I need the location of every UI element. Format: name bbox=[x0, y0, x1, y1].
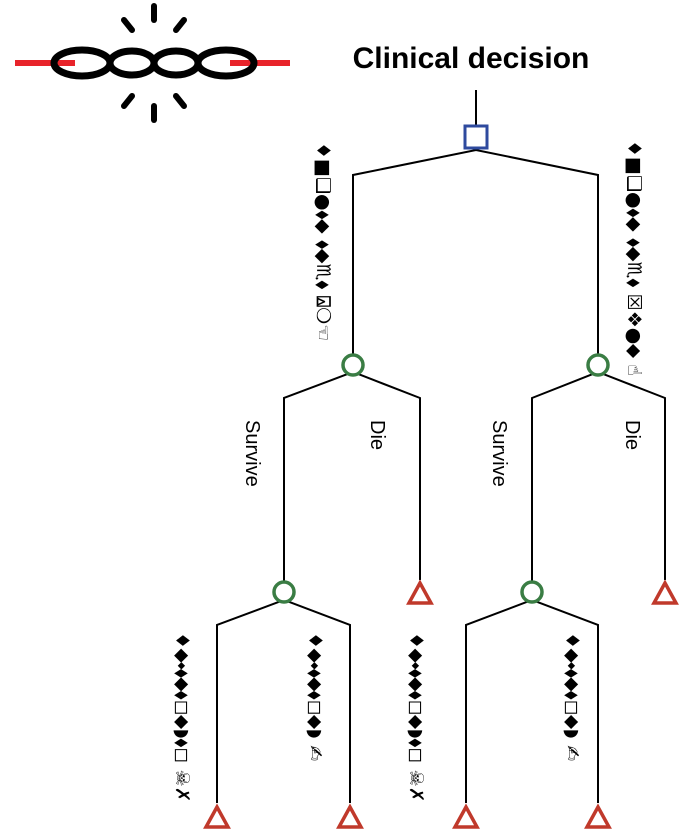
option-1-label: ♦■❑●⬧◆ ⬧◆♏⬧ ⍓❍☜ bbox=[312, 142, 334, 341]
decision-node bbox=[463, 124, 489, 150]
outcome-label-4: ♦⬥⬩⬧⬥⬧◻⬥◗ ✍ bbox=[561, 632, 583, 761]
die-label-1: Die bbox=[366, 420, 388, 450]
outcome-label-1: ♦⬥⬩⬧⬥⬧◻⬥◗⬧◻ ☠✗ bbox=[171, 632, 193, 803]
terminal-node-die-1 bbox=[406, 579, 434, 605]
break-rays bbox=[121, 3, 187, 123]
chance-node-option-2 bbox=[586, 353, 610, 377]
terminal-node-2 bbox=[336, 803, 364, 829]
chance-node-survive-2 bbox=[520, 580, 544, 604]
outcome-label-2: ♦⬥⬩⬧⬥⬧◻⬥◗ ✍ bbox=[304, 632, 326, 761]
terminal-node-3 bbox=[452, 803, 480, 829]
chance-node-survive-1 bbox=[272, 580, 296, 604]
option-2-label: ♦■❑●⬧◆ ⬧◆♏⬧ ☒❖●⬥ ☝ bbox=[623, 140, 645, 376]
chance-node-option-1 bbox=[341, 353, 365, 377]
terminal-node-die-2 bbox=[651, 579, 679, 605]
outcome-label-3: ♦⬥⬩⬧⬥⬧◻⬥◗⬧◻ ☠✗ bbox=[405, 632, 427, 803]
survive-label-2: Survive bbox=[488, 420, 510, 487]
survive-label-1: Survive bbox=[241, 420, 263, 487]
tree-edges bbox=[216, 90, 666, 803]
page-title: Clinical decision bbox=[353, 42, 590, 75]
die-label-2: Die bbox=[621, 420, 643, 450]
terminal-node-1 bbox=[203, 803, 231, 829]
terminal-node-4 bbox=[584, 803, 612, 829]
broken-chain-icon bbox=[15, 3, 290, 123]
